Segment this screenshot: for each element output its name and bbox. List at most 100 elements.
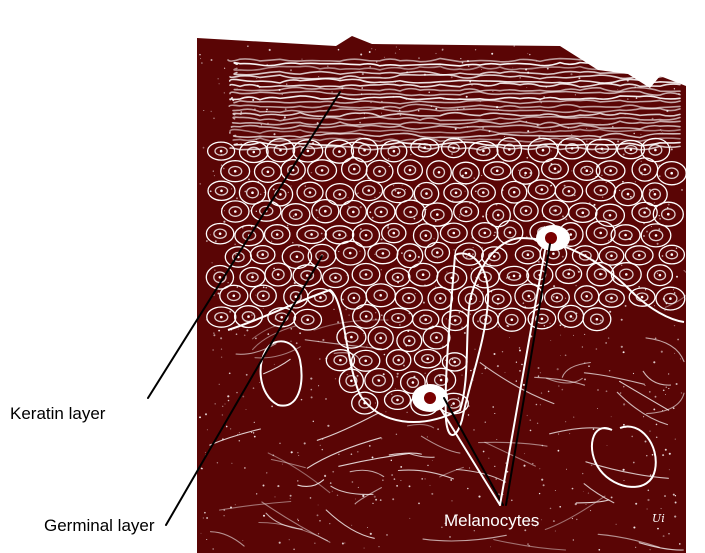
stipple-dot — [591, 464, 593, 466]
stipple-dot — [435, 286, 437, 288]
stipple-dot — [480, 101, 481, 102]
stipple-dot — [497, 365, 499, 367]
stipple-dot — [575, 503, 577, 505]
stipple-dot — [360, 53, 362, 55]
stipple-dot — [523, 465, 525, 467]
stipple-dot — [572, 194, 574, 196]
stipple-dot — [465, 191, 466, 192]
stipple-dot — [654, 202, 655, 203]
stipple-dot — [363, 333, 364, 334]
stipple-dot — [562, 389, 564, 391]
stipple-dot — [486, 214, 488, 216]
stipple-dot — [604, 53, 606, 55]
stipple-dot — [252, 99, 254, 101]
stipple-dot — [355, 504, 356, 505]
stipple-dot — [608, 337, 609, 338]
stipple-dot — [405, 345, 407, 347]
stipple-dot — [235, 504, 236, 505]
stipple-dot — [290, 285, 292, 287]
stipple-dot — [338, 251, 339, 252]
stipple-dot — [560, 335, 561, 336]
stipple-dot — [486, 80, 487, 81]
stipple-dot — [493, 157, 495, 159]
stipple-dot — [625, 305, 627, 307]
melanocytes-label: Melanocytes — [444, 511, 539, 531]
stipple-dot — [199, 416, 201, 418]
stipple-dot — [203, 147, 205, 149]
stipple-dot — [459, 312, 460, 313]
stipple-dot — [553, 210, 555, 212]
stipple-dot — [454, 249, 455, 250]
stipple-dot — [625, 114, 626, 115]
stipple-dot — [397, 153, 398, 154]
stipple-dot — [266, 111, 267, 112]
stipple-dot — [481, 175, 482, 176]
stipple-dot — [237, 434, 238, 435]
stipple-dot — [362, 73, 364, 75]
stipple-dot — [423, 314, 425, 316]
stipple-dot — [298, 246, 300, 248]
stipple-dot — [468, 414, 469, 415]
stipple-dot — [230, 507, 232, 509]
stipple-dot — [571, 170, 572, 171]
stipple-dot — [257, 181, 259, 183]
stipple-dot — [521, 364, 522, 365]
stipple-dot — [294, 282, 296, 284]
stipple-dot — [266, 64, 268, 66]
stipple-dot — [648, 180, 649, 181]
stipple-dot — [530, 172, 532, 174]
stipple-dot — [359, 401, 361, 403]
stipple-dot — [210, 234, 211, 235]
stipple-dot — [616, 524, 617, 525]
stipple-dot — [271, 182, 272, 183]
stipple-dot — [236, 333, 238, 335]
stipple-dot — [322, 339, 324, 341]
stipple-dot — [593, 428, 595, 430]
stipple-dot — [271, 406, 273, 408]
stipple-dot — [231, 188, 232, 189]
stipple-dot — [435, 108, 437, 110]
stipple-dot — [361, 93, 362, 94]
stipple-dot — [311, 396, 313, 398]
stipple-dot — [285, 143, 287, 145]
stipple-dot — [677, 339, 679, 341]
stipple-dot — [608, 240, 609, 241]
stipple-dot — [238, 329, 239, 330]
stipple-dot — [345, 309, 347, 311]
stipple-dot — [337, 321, 339, 323]
stipple-dot — [234, 244, 235, 245]
stipple-dot — [666, 386, 667, 387]
stipple-dot — [523, 384, 525, 386]
stipple-dot — [355, 499, 356, 500]
stipple-dot — [218, 78, 219, 79]
stipple-dot — [675, 502, 677, 504]
stipple-dot — [543, 96, 545, 98]
stipple-dot — [645, 441, 647, 443]
stipple-dot — [332, 471, 334, 473]
stipple-dot — [275, 319, 276, 320]
stipple-dot — [569, 433, 570, 434]
stipple-dot — [217, 199, 219, 201]
stipple-dot — [462, 62, 464, 64]
germinal-layer-label: Germinal layer — [44, 516, 155, 536]
stipple-dot — [577, 270, 578, 271]
stipple-dot — [206, 240, 208, 242]
stipple-dot — [264, 300, 265, 301]
stipple-dot — [250, 210, 251, 211]
stipple-dot — [653, 361, 655, 363]
stipple-dot — [601, 273, 602, 274]
stipple-dot — [462, 175, 464, 177]
stipple-dot — [263, 485, 265, 487]
stipple-dot — [418, 110, 420, 112]
stipple-dot — [679, 53, 681, 55]
stipple-dot — [455, 128, 457, 130]
stipple-dot — [232, 99, 234, 101]
stipple-dot — [375, 499, 377, 501]
stipple-dot — [661, 351, 663, 353]
stipple-dot — [212, 349, 213, 350]
stipple-dot — [473, 429, 475, 431]
stipple-dot — [565, 354, 567, 356]
stipple-dot — [418, 261, 419, 262]
stipple-dot — [542, 445, 544, 447]
stipple-dot — [392, 498, 394, 500]
